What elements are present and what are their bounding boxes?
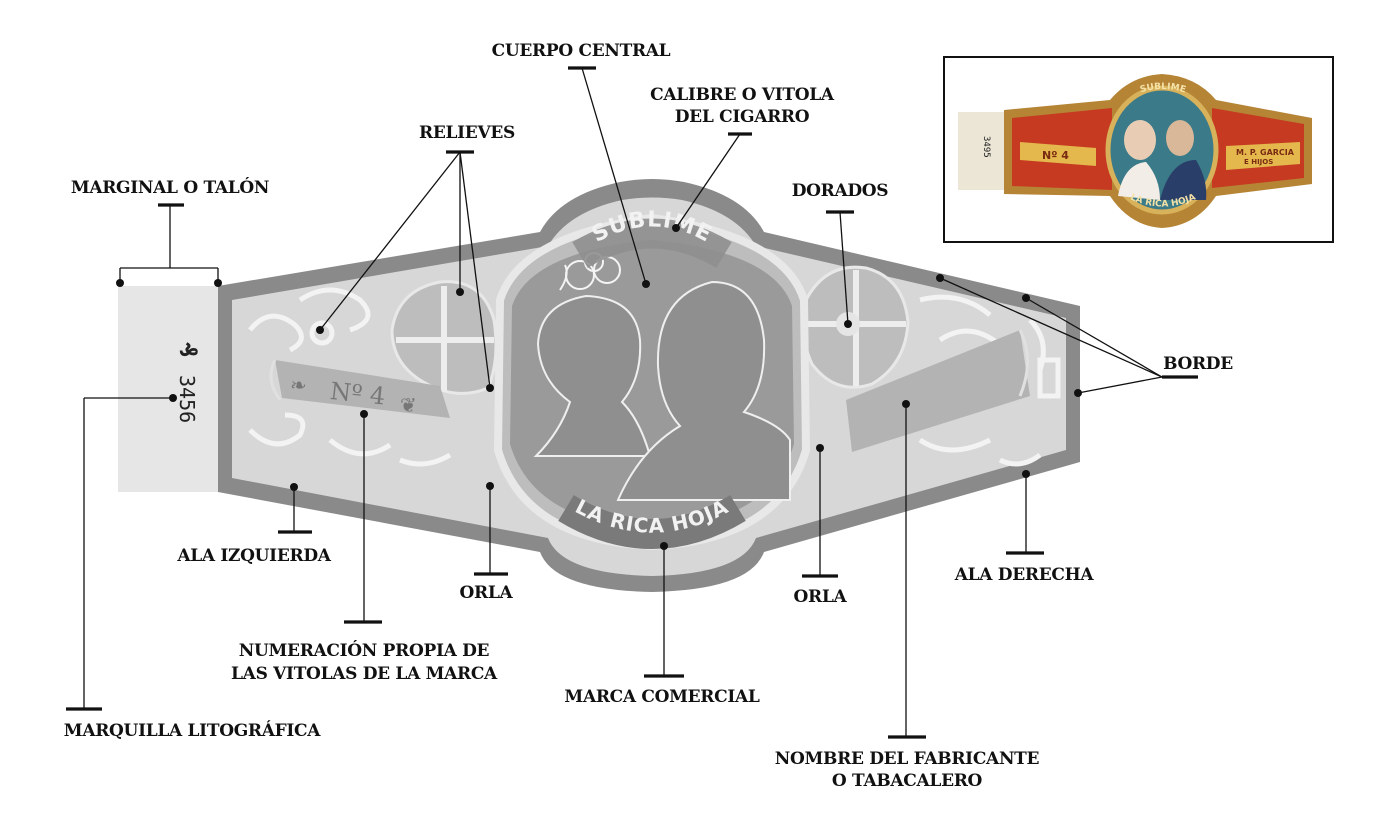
cigar-band: Nº 4 ❧ ❦ xyxy=(118,179,1080,592)
vitola-number-text: Nº 4 xyxy=(329,377,387,411)
photo-inset: Nº 4 M. P. GARCIA E HIJOS SUBLIME LA RIC… xyxy=(944,57,1333,242)
marginal-strip xyxy=(118,286,218,492)
ribbon-flourish-left-icon: ❧ xyxy=(290,373,307,397)
photo-right-ribbon-line2: E HIJOS xyxy=(1244,158,1273,166)
stamp-code-text: 3456 xyxy=(175,375,199,423)
central-cartouche: SUBLIME LA RICA HOJA xyxy=(498,207,806,546)
label-calibre-line2: DEL CIGARRO xyxy=(675,107,810,127)
label-dorados: DORADOS xyxy=(792,181,889,201)
label-marginal: MARGINAL O TALÓN xyxy=(71,177,269,198)
label-ala-derecha: ALA DERECHA xyxy=(954,565,1095,585)
label-borde: BORDE xyxy=(1163,354,1233,374)
ribbon-flourish-right-icon: ❦ xyxy=(400,393,417,417)
label-marquilla: MARQUILLA LITOGRÁFICA xyxy=(64,720,321,741)
photo-right-ribbon-line1: M. P. GARCIA xyxy=(1236,148,1295,157)
photo-queen-face xyxy=(1124,120,1156,160)
label-cuerpo-central: CUERPO CENTRAL xyxy=(492,41,671,61)
photo-stamp-strip xyxy=(958,112,1004,190)
stamp-symbol-icon: ₰ xyxy=(174,342,202,357)
label-numeracion-line2: LAS VITOLAS DE LA MARCA xyxy=(231,664,498,684)
label-ala-izquierda: ALA IZQUIERDA xyxy=(176,546,331,566)
photo-left-ribbon-text: Nº 4 xyxy=(1042,149,1069,162)
label-calibre-line1: CALIBRE O VITOLA xyxy=(650,85,835,105)
photo-king-face xyxy=(1166,120,1194,156)
label-orla-right: ORLA xyxy=(794,587,848,607)
label-fabricante-line2: O TABACALERO xyxy=(832,771,983,791)
label-fabricante-line1: NOMBRE DEL FABRICANTE xyxy=(775,749,1040,769)
label-orla-left: ORLA xyxy=(460,583,514,603)
label-marca-comercial: MARCA COMERCIAL xyxy=(564,687,759,707)
photo-stamp-text: 3495 xyxy=(981,136,991,158)
label-numeracion-line1: NUMERACIÓN PROPIA DE xyxy=(239,640,490,661)
label-relieves: RELIEVES xyxy=(419,123,515,143)
